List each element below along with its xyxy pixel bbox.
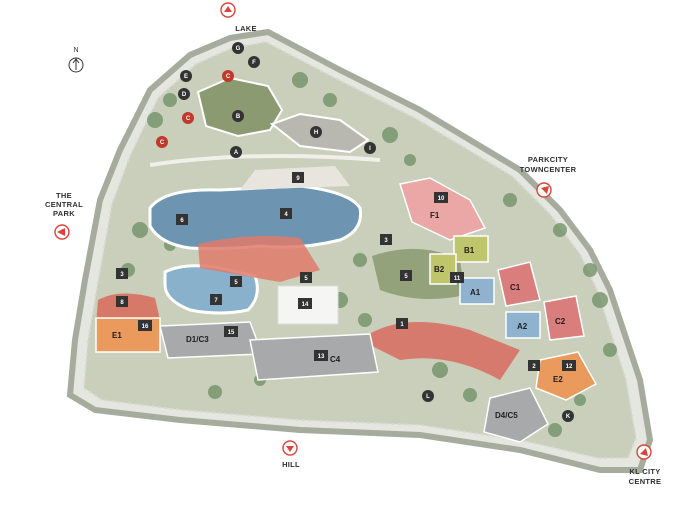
label-lake: LAKE xyxy=(235,24,257,33)
north-indicator: N xyxy=(68,47,84,73)
building-b1 xyxy=(453,235,489,263)
label-tc-2: TOWNCENTER xyxy=(520,165,577,174)
label-b1: B1 xyxy=(464,246,475,255)
marker-1: 1 xyxy=(400,322,404,328)
label-a2: A2 xyxy=(517,322,528,331)
marker-12: 12 xyxy=(566,364,573,370)
building-c2 xyxy=(543,295,585,341)
marker-9: 9 xyxy=(296,176,300,182)
building-e2 xyxy=(535,351,598,401)
building-a2 xyxy=(505,311,541,339)
label-f1: F1 xyxy=(430,211,440,220)
marker-c3: C xyxy=(160,140,165,146)
marker-g: G xyxy=(236,46,241,52)
marker-c2: C xyxy=(186,116,191,122)
direction-hill: HILL xyxy=(282,440,300,469)
label-city-1: KL CITY xyxy=(629,467,660,476)
marker-15: 15 xyxy=(228,330,235,336)
label-d1c3: D1/C3 xyxy=(186,335,209,344)
label-c4: C4 xyxy=(330,355,341,364)
label-e2: E2 xyxy=(553,375,563,384)
marker-7: 7 xyxy=(214,298,218,304)
label-c2: C2 xyxy=(555,317,566,326)
building-f1 xyxy=(399,177,487,241)
marker-14: 14 xyxy=(302,302,309,308)
building-c1 xyxy=(497,261,541,307)
marker-b: B xyxy=(236,114,241,120)
direction-city: KL CITY CENTRE xyxy=(629,444,662,486)
north-path xyxy=(149,154,381,167)
marker-c1: C xyxy=(226,74,231,80)
marker-3b: 3 xyxy=(120,272,124,278)
label-cp-3: PARK xyxy=(53,209,75,218)
marker-13: 13 xyxy=(318,354,325,360)
building-d4c5 xyxy=(483,387,549,443)
label-e1: E1 xyxy=(112,331,122,340)
label-hill: HILL xyxy=(282,460,300,469)
marker-a: A xyxy=(234,150,239,156)
label-d4c5: D4/C5 xyxy=(495,411,518,420)
marker-5a: 5 xyxy=(234,280,238,286)
red-deck-2 xyxy=(96,293,160,324)
label-c1: C1 xyxy=(510,283,521,292)
marker-e: E xyxy=(184,74,188,80)
trees xyxy=(109,72,617,437)
marker-k: K xyxy=(566,414,571,420)
marker-f: F xyxy=(252,60,256,66)
lawn-b xyxy=(196,76,284,138)
marker-h: H xyxy=(314,130,318,136)
marker-11: 11 xyxy=(454,276,461,282)
marker-10: 10 xyxy=(438,196,445,202)
label-cp-2: CENTRAL xyxy=(45,200,83,209)
marker-6: 6 xyxy=(180,218,184,224)
label-cp-1: THE xyxy=(56,191,72,200)
red-deck-1 xyxy=(198,236,320,282)
marker-l: L xyxy=(426,394,430,400)
marker-d: D xyxy=(182,92,187,98)
label-a1: A1 xyxy=(470,288,481,297)
main-pool xyxy=(148,184,363,251)
marker-i: I xyxy=(369,146,371,152)
label-b2: B2 xyxy=(434,265,445,274)
direction-lake: LAKE xyxy=(220,2,257,33)
building-a1 xyxy=(459,277,495,305)
north-label: N xyxy=(73,47,78,54)
direction-towncenter: PARKCITY TOWNCENTER xyxy=(520,155,577,198)
marker-5b: 5 xyxy=(304,276,308,282)
lettered-markers: A B C C C D E F G H I K L xyxy=(156,42,574,422)
marker-2: 2 xyxy=(532,364,536,370)
marker-4: 4 xyxy=(284,212,288,218)
amphitheatre xyxy=(360,322,520,380)
direction-central-park: THE CENTRAL PARK xyxy=(45,191,83,240)
marker-5c: 5 xyxy=(404,274,408,280)
label-city-2: CENTRE xyxy=(629,477,662,486)
building-d1c3 xyxy=(159,321,264,359)
numbered-markers: 1 2 3 3 4 5 5 5 6 7 8 9 10 11 12 13 14 1… xyxy=(116,172,576,371)
label-tc-1: PARKCITY xyxy=(528,155,568,164)
marker-3a: 3 xyxy=(384,238,388,244)
marker-8: 8 xyxy=(120,300,124,306)
marker-16: 16 xyxy=(142,324,149,330)
